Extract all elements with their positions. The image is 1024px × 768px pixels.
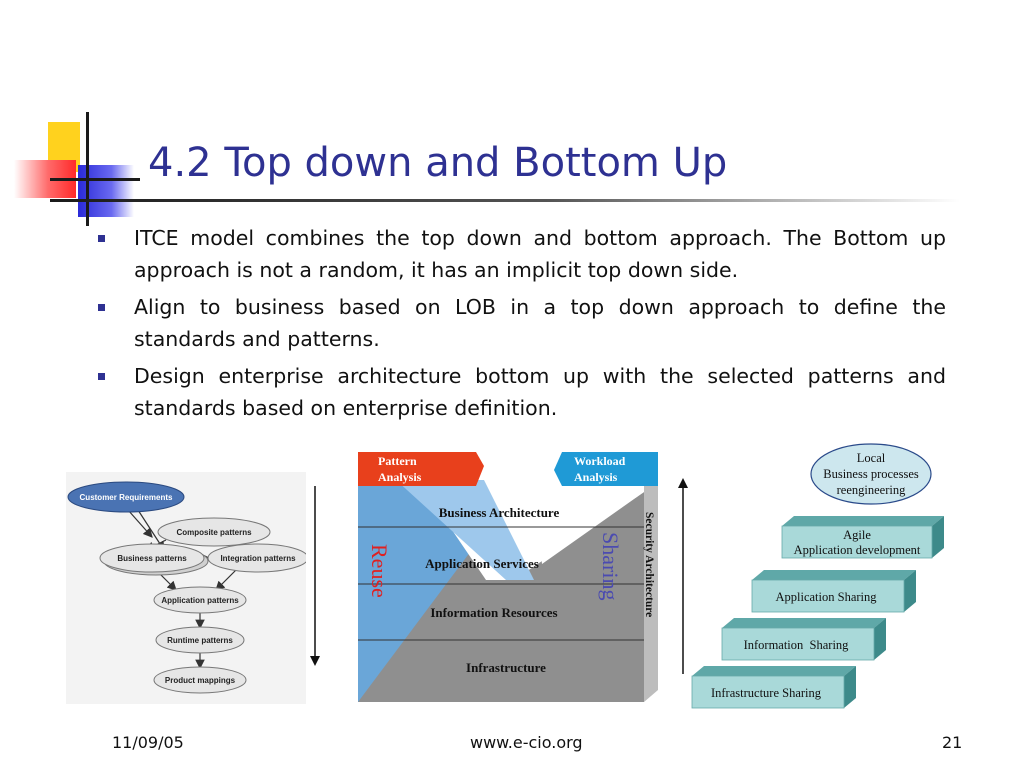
bullet-list: ITCE model combines the top down and bot… <box>96 222 946 429</box>
workload-analysis-label: Analysis <box>574 470 618 484</box>
title-divider <box>50 199 960 202</box>
flow-node-label: Customer Requirements <box>80 493 173 502</box>
architecture-layers-diagram: Pattern Analysis Workload Analysis Busin… <box>358 452 658 702</box>
workload-analysis-label: Workload <box>574 454 626 468</box>
flow-node-shape <box>99 543 205 573</box>
slide-number: 21 <box>942 733 963 752</box>
oval-label: reengineering <box>837 483 906 497</box>
flow-node-label: Runtime patterns <box>167 636 233 645</box>
flow-node-shape <box>207 543 306 573</box>
bullet-icon <box>98 235 105 242</box>
step-label: Infrastructure Sharing <box>711 686 822 700</box>
bullet-item: Design enterprise architecture bottom up… <box>96 360 946 424</box>
bullet-item: ITCE model combines the top down and bot… <box>96 222 946 286</box>
flow-node-label: Business patterns <box>117 554 187 563</box>
flow-node-shape <box>153 586 247 614</box>
flow-node-label: Integration patterns <box>220 554 296 563</box>
oval-label: Local <box>857 451 886 465</box>
step-label: Application development <box>794 543 921 557</box>
top-down-arrow-icon <box>310 486 320 666</box>
reuse-label: Reuse <box>367 544 392 598</box>
step-agile <box>781 525 933 559</box>
step-application-sharing <box>751 579 905 613</box>
flow-node-label: Product mappings <box>165 676 236 685</box>
pattern-flow-diagram: Customer Requirements Composite patterns… <box>66 472 306 704</box>
footer-url: www.e-cio.org <box>470 733 583 752</box>
oval-label: Business processes <box>823 467 919 481</box>
step-label: Application Sharing <box>775 590 877 604</box>
step-infrastructure-sharing <box>691 675 845 709</box>
bullet-icon <box>98 304 105 311</box>
flow-node-label: Composite patterns <box>176 528 252 537</box>
flow-node-shape <box>67 481 185 513</box>
bullet-item: Align to business based on LOB in a top … <box>96 291 946 355</box>
layer-label: Infrastructure <box>466 660 546 675</box>
layer-label: Information Resources <box>430 605 557 620</box>
sharing-label: Sharing <box>598 532 623 600</box>
sharing-stairs-diagram: Local Business processes reengineering A… <box>691 443 944 709</box>
bottom-up-arrow-icon <box>678 478 688 674</box>
pattern-analysis-label: Analysis <box>378 470 422 484</box>
bullet-text: Design enterprise architecture bottom up… <box>134 364 946 420</box>
step-information-sharing <box>721 627 875 661</box>
pattern-analysis-label: Pattern <box>378 454 417 468</box>
local-business-oval <box>810 443 932 505</box>
flow-node-label: Application patterns <box>161 596 239 605</box>
bullet-text: Align to business based on LOB in a top … <box>134 295 946 351</box>
flow-node-shape <box>155 626 245 654</box>
layer-label: Business Architecture <box>439 505 560 520</box>
page-title: 4.2 Top down and Bottom Up <box>148 140 728 186</box>
layer-label: Application Services <box>425 556 539 571</box>
bullet-text: ITCE model combines the top down and bot… <box>134 226 946 282</box>
bullet-icon <box>98 373 105 380</box>
flow-node-shape <box>153 666 247 694</box>
flow-node-shape <box>157 517 271 547</box>
step-label: Agile <box>843 528 871 542</box>
security-architecture-label: Security Architecture <box>643 512 655 617</box>
step-label: Information Sharing <box>744 638 850 652</box>
footer-date: 11/09/05 <box>112 733 184 752</box>
